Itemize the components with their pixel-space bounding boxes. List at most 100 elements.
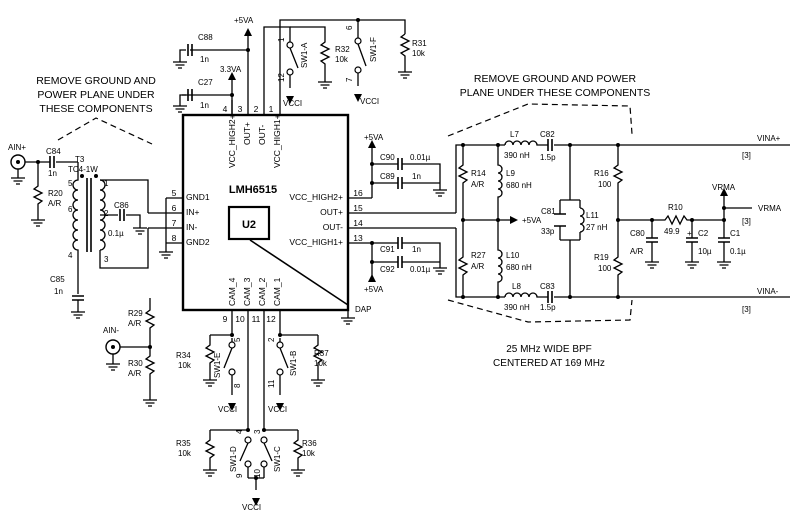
ref-vina-p: [3] <box>742 151 751 160</box>
ground-icon <box>684 261 700 269</box>
l10-ref: L10 <box>506 251 520 260</box>
c83-ref: C83 <box>540 282 555 291</box>
r16-ref: R16 <box>594 169 609 178</box>
sw1e-p1: 5 <box>233 337 242 342</box>
c27-ref: C27 <box>198 78 213 87</box>
r36-ref: R36 <box>302 439 317 448</box>
c84-val: 1n <box>48 169 57 178</box>
pin-num-8: 8 <box>172 233 177 243</box>
cam-switches: VCCI 5 8 SW1-E R34 10k VCCI 2 11 SW1-B R… <box>176 310 329 512</box>
ground-icon <box>132 227 148 235</box>
capacitor-icon <box>119 208 125 222</box>
c82-ref: C82 <box>540 130 555 139</box>
polarity-dot <box>94 174 98 178</box>
pin-name-in-p: IN+ <box>186 207 200 217</box>
c1-val: 0.1µ <box>730 247 746 256</box>
ground-icon <box>432 189 448 197</box>
pin-num-2: 2 <box>254 104 259 114</box>
r32-body <box>290 26 331 82</box>
ground-icon <box>172 105 188 113</box>
pin-name-cam4: CAM_4 <box>227 277 237 306</box>
pin-name-vcc-high2-r: VCC_HIGH2+ <box>289 192 343 202</box>
pin-name-top-1: VCC_HIGH1+ <box>272 114 282 168</box>
pin-num-5: 5 <box>172 188 177 198</box>
tank-wires <box>559 145 581 297</box>
sw1c-p2: 10 <box>253 469 262 478</box>
switch-blade <box>289 47 299 69</box>
pin-name-out-n-r: OUT- <box>323 222 343 232</box>
c1-ref: C1 <box>730 229 741 238</box>
sw1a-ref: SW1-A <box>300 42 309 68</box>
input-network: AIN+ C84 1n R20 A/R T3 TC4-1W 5 1 2 6 4 … <box>8 143 174 407</box>
r29-val: A/R <box>128 319 142 328</box>
t3-val: TC4-1W <box>68 165 98 174</box>
bandpass-filter: L7 390 nH C82 1.5p L8 390 nH C83 1.5p R1… <box>455 130 790 314</box>
r32-ref: R32 <box>335 45 350 54</box>
r14-val: A/R <box>471 180 485 189</box>
r31-val: 10k <box>412 49 426 58</box>
r35-val: 10k <box>178 449 192 458</box>
junction-dot <box>254 476 258 480</box>
sw1c-body <box>263 442 273 478</box>
switch-blade <box>357 43 367 67</box>
l7-coil <box>504 140 548 146</box>
pin-name-in-n: IN- <box>186 222 198 232</box>
arrow-right-icon <box>510 216 518 224</box>
sw1d-ref: SW1-D <box>229 446 238 472</box>
ic-u2: U2 LMH6515 DAP GND1 IN+ IN- GND2 5 6 7 8… <box>148 104 456 325</box>
r34-ref: R34 <box>176 351 191 360</box>
c81-ref: C81 <box>541 207 556 216</box>
c90-ref: C90 <box>380 153 395 162</box>
l9-ref: L9 <box>506 169 515 178</box>
l11-ref: L11 <box>586 211 599 220</box>
l8-ref: L8 <box>512 282 521 291</box>
c27-gnd-wire <box>179 94 186 106</box>
t3-pin5: 5 <box>68 179 73 188</box>
junction-dot <box>148 345 152 349</box>
switch-contact <box>244 460 252 468</box>
note-right-line1: REMOVE GROUND AND POWER <box>474 73 637 85</box>
l9-val: 680 nH <box>506 181 532 190</box>
capacitor-icon <box>397 255 403 269</box>
c2-val: 10µ <box>698 247 712 256</box>
ground-icon <box>290 469 306 477</box>
switch-contact <box>276 341 284 349</box>
note-left: REMOVE GROUND AND POWER PLANE UNDER THES… <box>36 75 156 145</box>
capacitor-icon <box>49 155 55 169</box>
pin-num-11: 11 <box>252 314 261 324</box>
pin-name-out-p-r: OUT+ <box>320 207 343 217</box>
bpf-bracket <box>447 299 633 323</box>
l10-val: 680 nH <box>506 263 532 272</box>
pin-name-vcc-high1-r: VCC_HIGH1+ <box>289 237 343 247</box>
sw1a-p2: 12 <box>277 73 286 82</box>
ground-icon <box>397 71 413 79</box>
t3-pin3: 3 <box>104 255 109 264</box>
sw1b-p1: 2 <box>267 337 276 342</box>
c86-gnd-wire <box>126 214 141 228</box>
junction-dot <box>278 333 282 337</box>
pin-num-3: 3 <box>238 104 243 114</box>
c2-polarity: + <box>687 229 692 238</box>
ground-icon <box>158 251 174 259</box>
note-right-line2: PLANE UNDER THESE COMPONENTS <box>460 87 651 99</box>
sw1e-p2: 8 <box>233 383 242 388</box>
ic-ref-box <box>227 205 271 241</box>
c85-ref: C85 <box>50 275 65 284</box>
c90-c89-wires <box>372 163 441 190</box>
pin-num-4: 4 <box>223 104 228 114</box>
switch-contact <box>228 368 236 376</box>
r19-val: 100 <box>598 264 612 273</box>
capacitor-icon <box>71 295 85 301</box>
ground-icon <box>202 469 218 477</box>
switch-contact <box>260 436 268 444</box>
bpf-line1: 25 MHz WIDE BPF <box>506 344 592 355</box>
pin-num-1: 1 <box>269 104 274 114</box>
c91-ref: C91 <box>380 245 395 254</box>
sw1b-p2: 11 <box>267 379 276 388</box>
junction-dot <box>230 333 234 337</box>
t3-core <box>86 178 92 252</box>
r37-val: 10k <box>314 359 328 368</box>
l11-val: 27 nH <box>586 223 608 232</box>
junction-dot <box>461 218 465 222</box>
l8-coil <box>504 292 548 298</box>
